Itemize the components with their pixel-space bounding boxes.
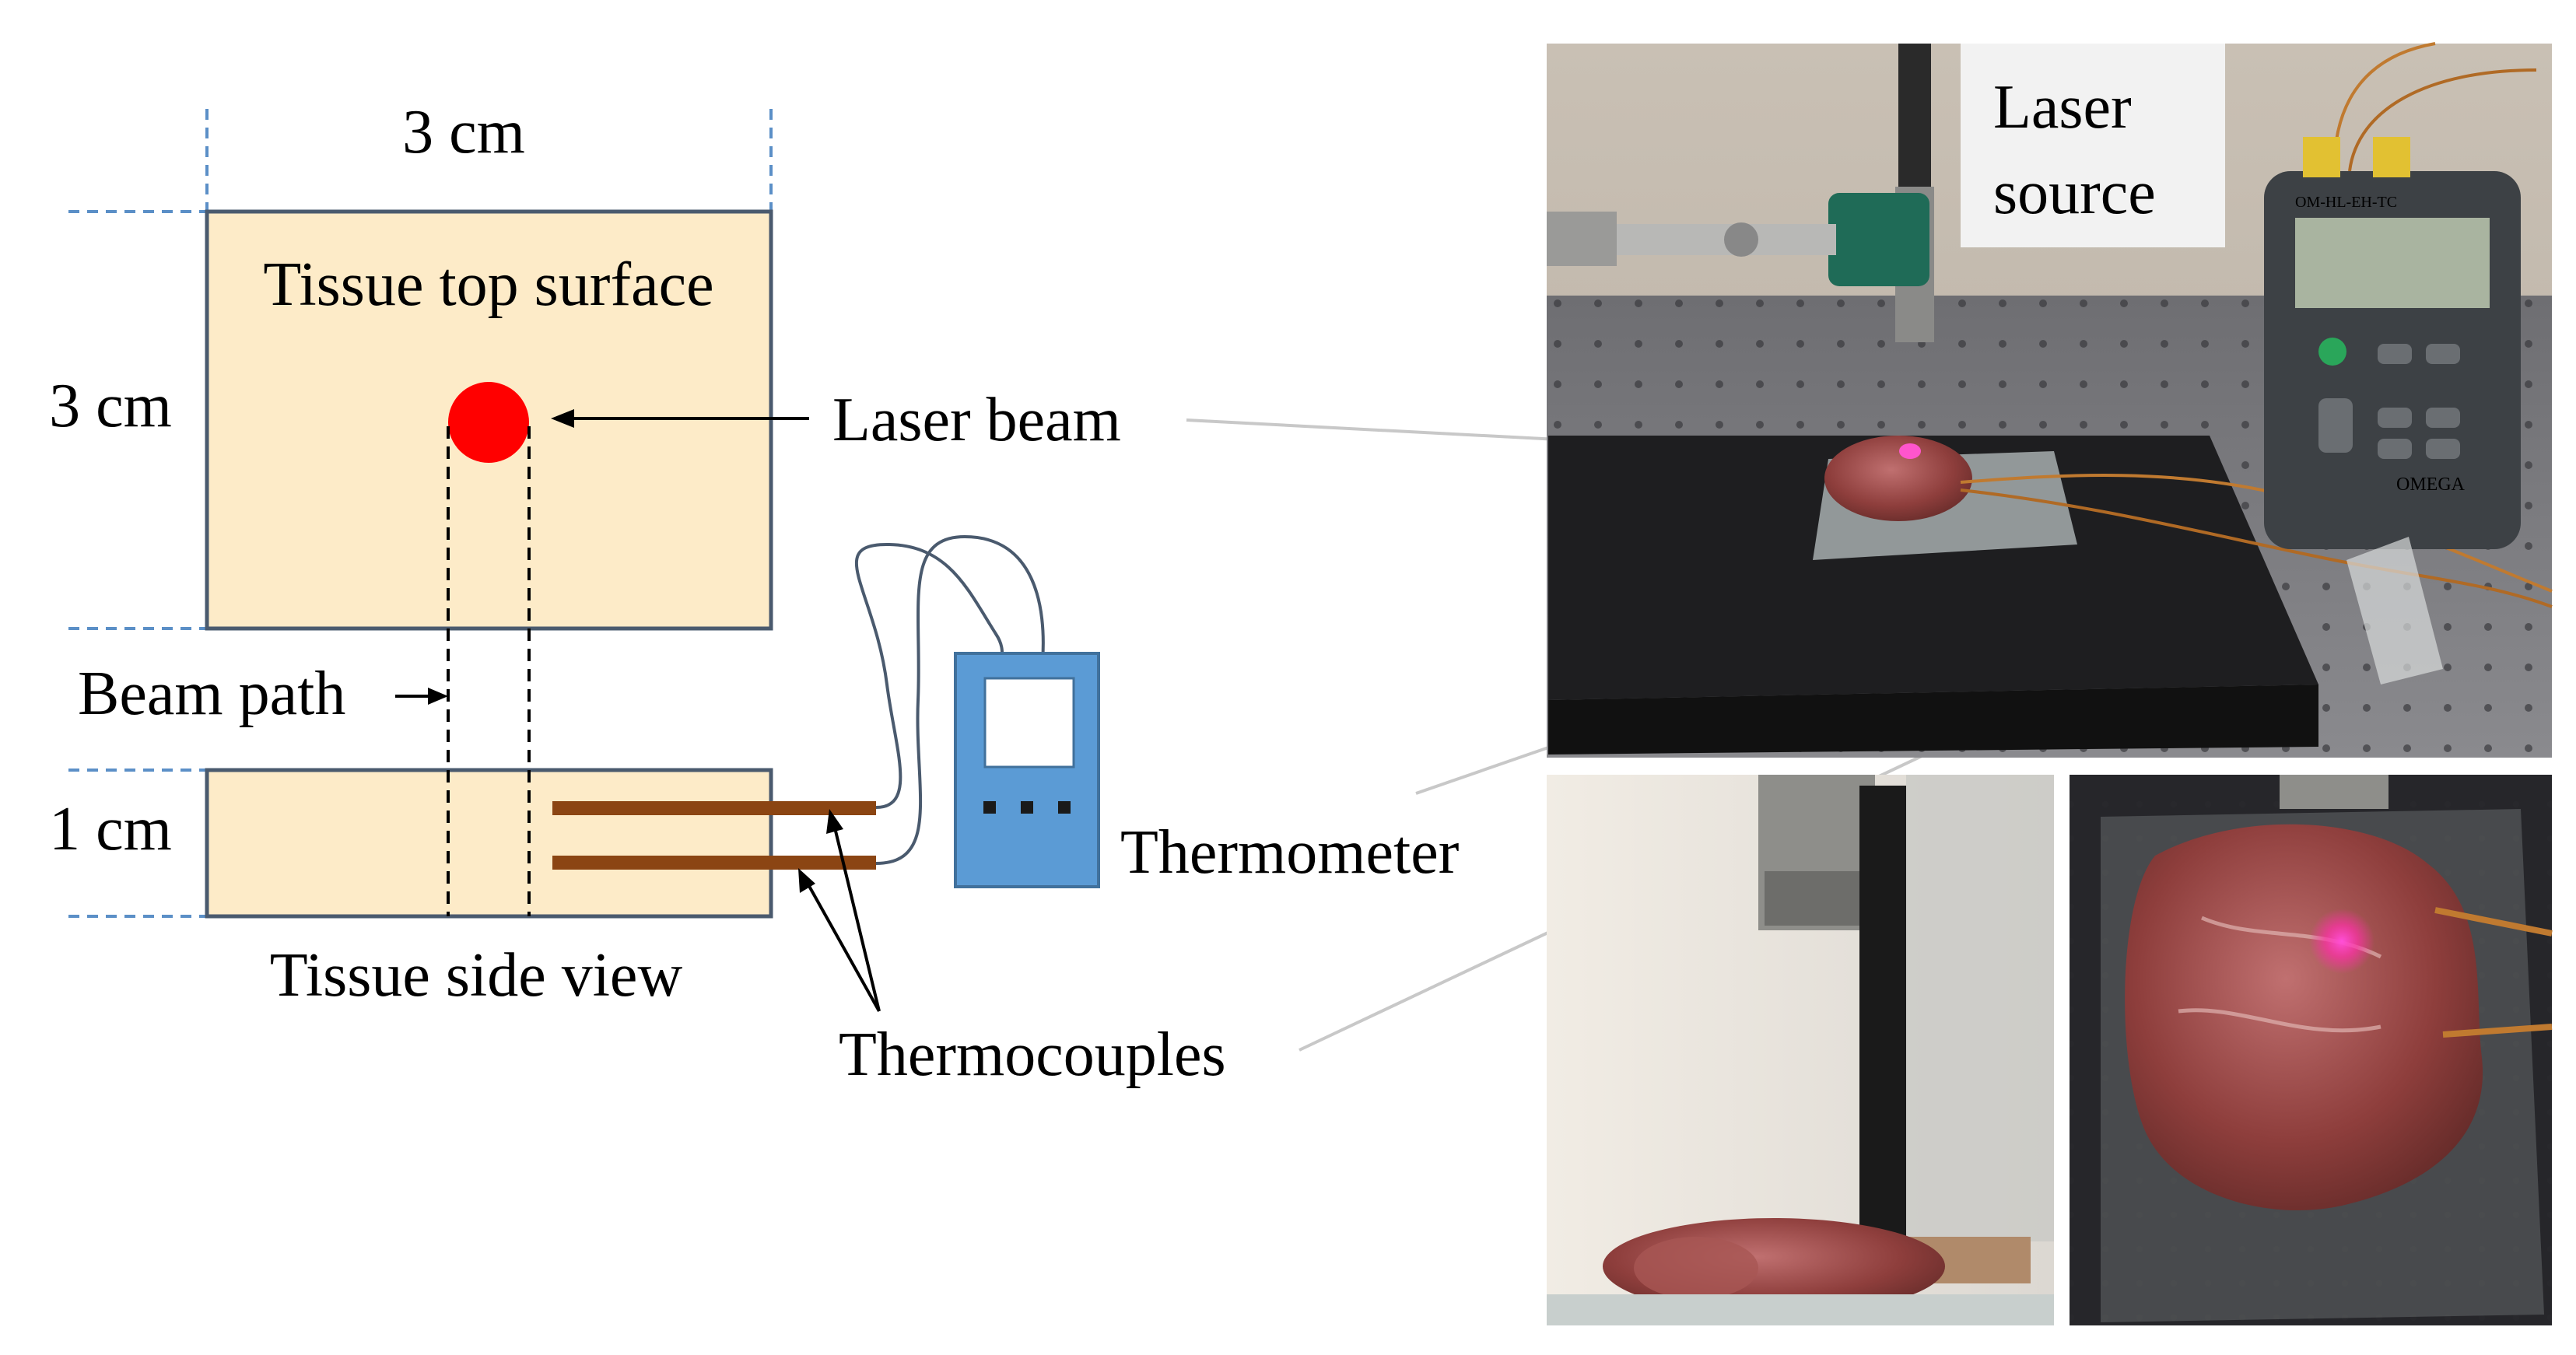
- thermocouple-wires: [854, 534, 1045, 865]
- thermocouples-label: Thermocouples: [839, 1021, 1226, 1089]
- beam-path-lines: [447, 426, 531, 916]
- laser-beam-label: Laser beam: [832, 386, 1121, 454]
- laser-source-caption-line2: source: [1993, 159, 2156, 227]
- laser-spot: [448, 382, 529, 463]
- thermocouple-probe-upper: [552, 801, 876, 815]
- photo-top-view: [2070, 775, 2553, 1325]
- data-logger-photo: OM-HL-EH-TC OMEGA: [2264, 137, 2521, 549]
- width-dimension-label: 3 cm: [402, 98, 525, 166]
- data-logger-brand: OMEGA: [2396, 474, 2466, 495]
- laser-beam-arrow: [551, 409, 809, 428]
- height-dimension-label: 3 cm: [49, 372, 172, 440]
- data-logger-model: OM-HL-EH-TC: [2295, 194, 2397, 211]
- thermocouple-arrows: [798, 809, 881, 1012]
- thermocouple-probe-lower: [552, 856, 876, 870]
- thermometer-screen: [983, 677, 1075, 769]
- laser-source-caption-line1: Laser: [1993, 73, 2132, 142]
- thermometer-label: Thermometer: [1120, 818, 1459, 887]
- thermometer-device: [954, 652, 1100, 888]
- schematic: 3 cm 3 cm 1 cm Tissue top surface Laser …: [49, 98, 2319, 1089]
- tissue-top-surface-label: Tissue top surface: [263, 250, 713, 319]
- dimension-guides: [68, 109, 773, 918]
- photo-side-view: [1547, 775, 2054, 1325]
- tissue-side-view: [205, 768, 773, 919]
- beam-path-label: Beam path: [78, 660, 345, 728]
- tissue-side-view-label: Tissue side view: [270, 941, 683, 1010]
- depth-dimension-label: 1 cm: [49, 795, 172, 863]
- beam-path-arrow: [395, 688, 448, 705]
- photo-main-setup: Laser source OM-HL-EH-TC OMEGA: [1547, 42, 2553, 758]
